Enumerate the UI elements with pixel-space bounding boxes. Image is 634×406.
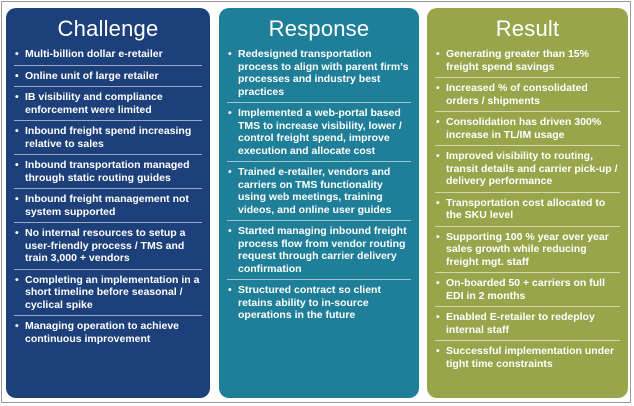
- list-item: • No internal resources to setup a user-f…: [14, 227, 202, 270]
- list-item: • Trained e-retailer, vendors and carrier…: [227, 166, 411, 221]
- list-item-text: Enabled E-retailer to redeploy internal …: [446, 311, 595, 336]
- list-item: • Implemented a web-portal based TMS to i…: [227, 107, 411, 162]
- bullet-icon: •: [436, 150, 440, 162]
- list-item-text: Supporting 100 % year over year sales gr…: [446, 230, 609, 268]
- list-item-text: Redesigned transportation process to ali…: [238, 48, 409, 98]
- list-item-text: On-boarded 50 + carriers on full EDI in …: [446, 277, 606, 302]
- result-title: Result: [495, 16, 560, 41]
- challenge-list: • Multi-billion dollar e-retailer • Online…: [14, 48, 202, 349]
- bullet-icon: •: [436, 48, 440, 60]
- response-panel: Response • Redesigned transportation proc…: [219, 8, 419, 398]
- list-item: • Multi-billion dollar e-retailer: [14, 48, 202, 66]
- bullet-icon: •: [436, 116, 440, 128]
- bullet-icon: •: [15, 273, 19, 286]
- list-item: • Online unit of large retailer: [14, 69, 202, 87]
- list-item-text: Inbound transportation managed through s…: [25, 159, 190, 184]
- list-item-text: Successful implementation under tight ti…: [446, 345, 615, 370]
- list-item-text: Inbound freight spend increasing relativ…: [25, 125, 192, 150]
- list-item: • Consolidation has driven 300% increase …: [435, 116, 620, 146]
- bullet-icon: •: [15, 227, 19, 239]
- list-item: • Supporting 100 % year over year sales g…: [435, 230, 620, 273]
- response-list: • Redesigned transportation process to al…: [227, 48, 411, 326]
- bullet-icon: •: [15, 320, 19, 332]
- list-item-text: Improved visibility to routing, transit …: [446, 150, 618, 187]
- bullet-icon: •: [228, 284, 232, 296]
- list-item: • Enabled E-retailer to redeploy internal…: [435, 311, 620, 341]
- list-item-text: Completing an implementation in a short …: [25, 273, 200, 311]
- bullet-icon: •: [436, 196, 440, 209]
- list-item: • Redesigned transportation process to al…: [227, 48, 411, 103]
- result-panel: Result • Generating greater than 15% frei…: [427, 8, 628, 398]
- list-item: • Inbound freight spend increasing relati…: [14, 125, 202, 155]
- list-item: • Generating greater than 15% freight spe…: [435, 48, 620, 78]
- bullet-icon: •: [436, 230, 440, 243]
- list-item-text: Structured contract so client retains ab…: [238, 284, 381, 321]
- bullet-icon: •: [15, 69, 19, 82]
- list-item: • Increased % of consolidated orders / sh…: [435, 82, 620, 112]
- list-item-text: Implemented a web-portal based TMS to in…: [238, 107, 402, 157]
- bullet-icon: •: [228, 48, 232, 60]
- bullet-icon: •: [436, 311, 440, 323]
- list-item: • Inbound transportation managed through …: [14, 159, 202, 189]
- list-item: • Transportation cost allocated to the SK…: [435, 197, 620, 227]
- bullet-icon: •: [436, 82, 440, 94]
- list-item: • Completing an implementation in a short…: [14, 273, 202, 316]
- list-item-text: Inbound freight management not system su…: [25, 193, 189, 218]
- list-item: • Managing operation to achieve continuou…: [14, 320, 202, 349]
- bullet-icon: •: [228, 225, 232, 237]
- list-item-text: Started managing inbound freight process…: [238, 225, 407, 275]
- list-item-text: Consolidation has driven 300% increase i…: [446, 116, 602, 141]
- list-item: • On-boarded 50 + carriers on full EDI in…: [435, 277, 620, 307]
- list-item: • Inbound freight management not system s…: [14, 193, 202, 223]
- list-item-text: Increased % of consolidated orders / shi…: [446, 82, 588, 107]
- list-item: • Started managing inbound freight proces…: [227, 225, 411, 280]
- response-title: Response: [268, 16, 370, 41]
- list-item-text: Online unit of large retailer: [25, 69, 159, 82]
- bullet-icon: •: [436, 345, 440, 357]
- challenge-panel: Challenge • Multi-billion dollar e-retail…: [6, 8, 210, 398]
- bullet-icon: •: [15, 125, 19, 137]
- bullet-icon: •: [228, 107, 232, 119]
- list-item: • IB visibility and compliance enforcemen…: [14, 91, 202, 121]
- list-item-text: Transportation cost allocated to the SKU…: [446, 196, 606, 222]
- bullet-icon: •: [228, 166, 232, 178]
- list-item-text: No internal resources to setup a user-fr…: [25, 227, 186, 264]
- list-item: • Successful implementation under tight t…: [435, 345, 620, 374]
- list-item-text: IB visibility and compliance enforcement…: [25, 91, 163, 116]
- result-list: • Generating greater than 15% freight spe…: [435, 48, 620, 374]
- list-item-text: Managing operation to achieve continuous…: [25, 320, 180, 345]
- bullet-icon: •: [15, 91, 19, 103]
- challenge-title: Challenge: [57, 16, 159, 41]
- bullet-icon: •: [436, 277, 440, 289]
- list-item: • Improved visibility to routing, transit…: [435, 150, 620, 193]
- list-item-text: Trained e-retailer, vendors and carriers…: [238, 166, 392, 216]
- bullet-icon: •: [15, 48, 19, 60]
- list-item-text: Generating greater than 15% freight spen…: [446, 48, 589, 73]
- bullet-icon: •: [15, 159, 19, 171]
- list-item-text: Multi-billion dollar e-retailer: [25, 48, 163, 60]
- list-item: • Structured contract so client retains a…: [227, 284, 411, 326]
- bullet-icon: •: [15, 193, 19, 205]
